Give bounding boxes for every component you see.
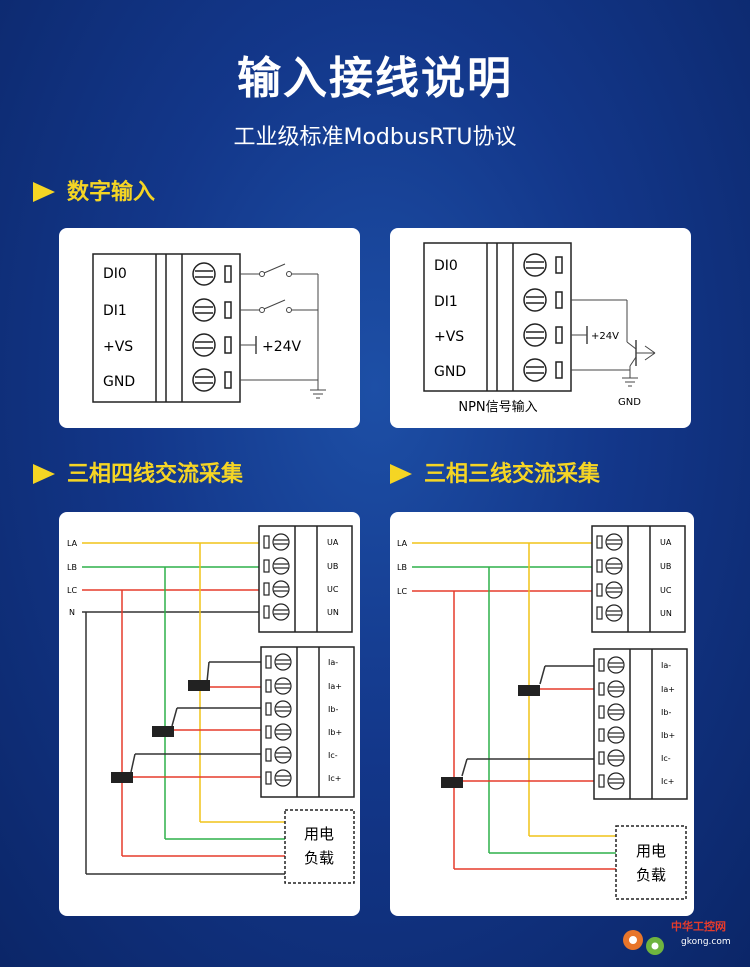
terminal-label: Ia- bbox=[328, 658, 338, 667]
switch-wiring bbox=[240, 263, 326, 399]
panel-di-switch: DI0 DI1 +VS GND +24V bbox=[59, 228, 360, 428]
terminal-label: UA bbox=[327, 538, 339, 547]
section-three-phase-four-wire: 三相四线交流采集 bbox=[33, 456, 243, 488]
terminal-label: GND bbox=[434, 364, 466, 380]
page-title: 输入接线说明 bbox=[237, 53, 513, 104]
screw-icon bbox=[265, 653, 292, 787]
line-labels: LA LB LC bbox=[397, 539, 408, 596]
npn-caption: NPN信号输入 bbox=[458, 399, 537, 415]
terminal-label: UC bbox=[660, 586, 672, 595]
section-three-phase-three-wire: 三相三线交流采集 bbox=[390, 456, 600, 488]
terminal-label: UC bbox=[327, 585, 339, 594]
npn-wiring bbox=[571, 299, 656, 387]
terminal-label: DI0 bbox=[103, 266, 127, 282]
load-label: 负载 bbox=[636, 866, 666, 884]
terminal-label: +VS bbox=[434, 329, 464, 345]
page-subtitle: 工业级标准ModbusRTU协议 bbox=[233, 125, 517, 150]
voltage-terminal-labels: UA UB UC UN bbox=[660, 538, 672, 618]
terminal-label: Ia- bbox=[661, 661, 671, 670]
di-npn-diagram: DI0 DI1 +VS GND +24V GND NPN信号 bbox=[423, 242, 656, 415]
panel-di-npn: DI0 DI1 +VS GND +24V GND NPN信号 bbox=[390, 228, 691, 428]
phase-lines bbox=[412, 542, 616, 870]
line-label: LB bbox=[397, 563, 407, 572]
terminal-label: Ia+ bbox=[328, 682, 342, 691]
line-label: LC bbox=[67, 586, 77, 595]
section-digital-input: 数字输入 bbox=[33, 174, 155, 206]
watermark: 中华工控网 gkong.com bbox=[615, 910, 745, 962]
supply-label: +24V bbox=[591, 331, 619, 342]
current-transformer-icon bbox=[441, 685, 540, 788]
load-box bbox=[615, 825, 687, 900]
watermark-url: gkong.com bbox=[681, 937, 731, 947]
screw-icon bbox=[598, 656, 625, 790]
supply-label: +24V bbox=[262, 339, 302, 355]
terminal-label: Ic+ bbox=[661, 777, 674, 786]
terminal-label: +VS bbox=[103, 339, 133, 355]
load-label: 用电 bbox=[636, 842, 666, 860]
gear-icon: 中华工控网 gkong.com bbox=[623, 919, 731, 955]
screw-icon bbox=[192, 262, 232, 392]
terminal-label: DI0 bbox=[434, 258, 458, 274]
terminal-label: Ib- bbox=[328, 705, 338, 714]
load-box bbox=[284, 809, 355, 884]
di-switch-diagram: DI0 DI1 +VS GND +24V bbox=[92, 253, 326, 403]
panel-three-phase-three-wire: LA LB LC UA UB UC UN bbox=[390, 512, 694, 916]
four-wire-diagram: LA LB LC N UA UB UC UN bbox=[67, 525, 355, 884]
current-terminal-labels: Ia- Ia+ Ib- Ib+ Ic- Ic+ bbox=[661, 661, 675, 786]
terminal-label: UA bbox=[660, 538, 672, 547]
line-label: LC bbox=[397, 587, 407, 596]
terminal-label: Ic+ bbox=[328, 774, 341, 783]
panel-three-phase-four-wire: LA LB LC N UA UB UC UN bbox=[59, 512, 360, 916]
screw-icon bbox=[596, 533, 623, 622]
voltage-terminal-labels: UA UB UC UN bbox=[327, 538, 339, 617]
load-label: 负载 bbox=[304, 849, 334, 867]
terminal-label: GND bbox=[103, 374, 135, 390]
screw-icon bbox=[523, 253, 563, 382]
line-label: N bbox=[69, 608, 75, 617]
terminal-label: Ic- bbox=[661, 754, 671, 763]
watermark-brand: 中华工控网 bbox=[671, 919, 726, 933]
arrow-icon bbox=[33, 464, 55, 484]
terminal-label: UN bbox=[660, 609, 672, 618]
phase-lines bbox=[82, 542, 285, 875]
terminal-label: Ib- bbox=[661, 708, 671, 717]
section-label: 数字输入 bbox=[67, 180, 156, 205]
section-label: 三相三线交流采集 bbox=[424, 462, 601, 487]
terminal-label: Ib+ bbox=[328, 728, 342, 737]
arrow-icon bbox=[33, 182, 55, 202]
terminal-label: DI1 bbox=[103, 303, 127, 319]
arrow-icon bbox=[390, 464, 412, 484]
load-label: 用电 bbox=[304, 825, 334, 843]
terminal-label: UN bbox=[327, 608, 339, 617]
screw-icon bbox=[263, 533, 290, 621]
current-transformer-icon bbox=[111, 680, 210, 783]
line-label: LA bbox=[67, 539, 78, 548]
gnd-label: GND bbox=[618, 397, 641, 408]
terminal-label: UB bbox=[660, 562, 671, 571]
current-terminal-labels: Ia- Ia+ Ib- Ib+ Ic- Ic+ bbox=[328, 658, 342, 783]
terminal-label: Ib+ bbox=[661, 731, 675, 740]
terminal-label: Ic- bbox=[328, 751, 338, 760]
section-label: 三相四线交流采集 bbox=[67, 462, 244, 487]
line-label: LA bbox=[397, 539, 408, 548]
terminal-label: UB bbox=[327, 562, 338, 571]
three-wire-diagram: LA LB LC UA UB UC UN bbox=[397, 525, 688, 900]
line-labels: LA LB LC N bbox=[67, 539, 78, 617]
line-label: LB bbox=[67, 563, 77, 572]
terminal-label: DI1 bbox=[434, 294, 458, 310]
terminal-label: Ia+ bbox=[661, 685, 675, 694]
